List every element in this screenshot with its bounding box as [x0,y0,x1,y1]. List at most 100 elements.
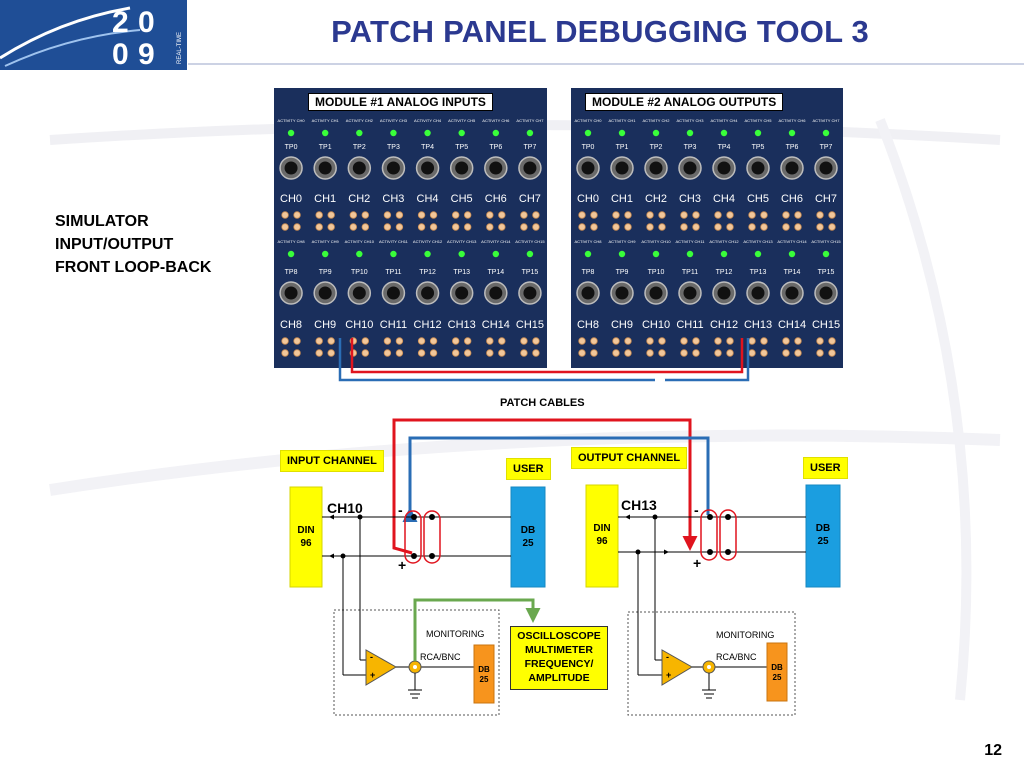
module-1-terminal[interactable] [451,349,460,357]
module-2-terminal[interactable] [680,349,688,357]
module-2-terminal[interactable] [612,337,620,345]
module-1-terminal[interactable] [486,211,494,219]
module-2-terminal[interactable] [726,223,734,231]
module-2-terminal[interactable] [658,349,666,357]
module-1-terminal[interactable] [520,349,528,357]
module-2-terminal[interactable] [578,337,586,345]
module-2-terminal[interactable] [590,337,598,345]
module-2-terminal[interactable] [714,223,722,231]
module-2-terminal[interactable] [578,223,586,231]
module-2-terminal[interactable] [782,211,790,219]
module-1-terminal[interactable] [383,223,392,231]
module-2-terminal[interactable] [624,223,632,231]
module-2-terminal[interactable] [782,349,790,357]
module-1-terminal[interactable] [327,223,335,231]
module-1-terminal[interactable] [417,349,426,357]
module-1-terminal[interactable] [520,211,528,219]
module-1-terminal[interactable] [315,223,323,231]
module-1-terminal[interactable] [486,223,494,231]
module-2-terminal[interactable] [612,349,620,357]
module-2-terminal[interactable] [828,349,836,357]
module-2-terminal[interactable] [692,223,700,231]
module-2-terminal[interactable] [578,211,586,219]
module-1-terminal[interactable] [417,337,426,345]
module-2-terminal[interactable] [726,349,734,357]
module-1-terminal[interactable] [463,349,472,357]
module-2-terminal[interactable] [590,349,598,357]
module-1-terminal[interactable] [520,223,528,231]
module-1-terminal[interactable] [315,211,323,219]
module-2-terminal[interactable] [646,211,654,219]
module-1-terminal[interactable] [520,337,528,345]
module-2-terminal[interactable] [692,349,700,357]
module-1-terminal[interactable] [451,223,460,231]
module-1-terminal[interactable] [417,211,426,219]
module-2-terminal[interactable] [760,349,768,357]
module-2-terminal[interactable] [646,337,654,345]
module-1-terminal[interactable] [532,211,540,219]
module-1-terminal[interactable] [293,211,301,219]
module-1-terminal[interactable] [361,223,370,231]
module-2-terminal[interactable] [816,349,824,357]
module-1-terminal[interactable] [498,349,506,357]
module-1-terminal[interactable] [361,211,370,219]
module-1-terminal[interactable] [383,337,392,345]
module-2-terminal[interactable] [658,223,666,231]
module-1-terminal[interactable] [486,337,494,345]
module-2-terminal[interactable] [692,337,700,345]
module-2-terminal[interactable] [624,211,632,219]
module-1-terminal[interactable] [395,349,404,357]
module-2-terminal[interactable] [748,223,756,231]
module-1-terminal[interactable] [463,211,472,219]
module-2-terminal[interactable] [782,337,790,345]
module-1-terminal[interactable] [361,337,370,345]
module-2-terminal[interactable] [658,337,666,345]
module-2-terminal[interactable] [828,223,836,231]
module-2-terminal[interactable] [646,223,654,231]
module-2-terminal[interactable] [680,223,688,231]
module-2-terminal[interactable] [590,223,598,231]
module-1-terminal[interactable] [349,211,358,219]
module-1-terminal[interactable] [315,337,323,345]
module-1-terminal[interactable] [417,223,426,231]
module-2-terminal[interactable] [658,211,666,219]
module-1-terminal[interactable] [281,223,289,231]
module-2-terminal[interactable] [612,211,620,219]
module-2-terminal[interactable] [726,211,734,219]
module-1-terminal[interactable] [498,337,506,345]
module-2-terminal[interactable] [590,211,598,219]
module-1-terminal[interactable] [281,349,289,357]
module-1-terminal[interactable] [383,211,392,219]
module-2-terminal[interactable] [816,211,824,219]
module-2-terminal[interactable] [760,337,768,345]
module-1-terminal[interactable] [429,337,438,345]
module-1-terminal[interactable] [463,223,472,231]
module-2-terminal[interactable] [692,211,700,219]
module-1-terminal[interactable] [429,349,438,357]
module-1-terminal[interactable] [361,349,370,357]
module-1-terminal[interactable] [315,349,323,357]
module-2-terminal[interactable] [794,223,802,231]
module-2-terminal[interactable] [714,211,722,219]
module-2-terminal[interactable] [760,211,768,219]
module-1-terminal[interactable] [327,337,335,345]
module-1-terminal[interactable] [429,223,438,231]
module-2-terminal[interactable] [816,337,824,345]
module-1-terminal[interactable] [383,349,392,357]
module-2-terminal[interactable] [578,349,586,357]
module-2-terminal[interactable] [782,223,790,231]
module-2-terminal[interactable] [748,211,756,219]
module-2-terminal[interactable] [714,349,722,357]
module-1-terminal[interactable] [486,349,494,357]
module-1-terminal[interactable] [395,211,404,219]
module-2-terminal[interactable] [680,211,688,219]
module-1-terminal[interactable] [532,337,540,345]
module-2-terminal[interactable] [726,337,734,345]
module-1-terminal[interactable] [451,211,460,219]
module-2-terminal[interactable] [794,349,802,357]
module-1-terminal[interactable] [429,211,438,219]
module-1-terminal[interactable] [281,337,289,345]
module-1-terminal[interactable] [463,337,472,345]
module-2-terminal[interactable] [624,349,632,357]
module-1-terminal[interactable] [281,211,289,219]
